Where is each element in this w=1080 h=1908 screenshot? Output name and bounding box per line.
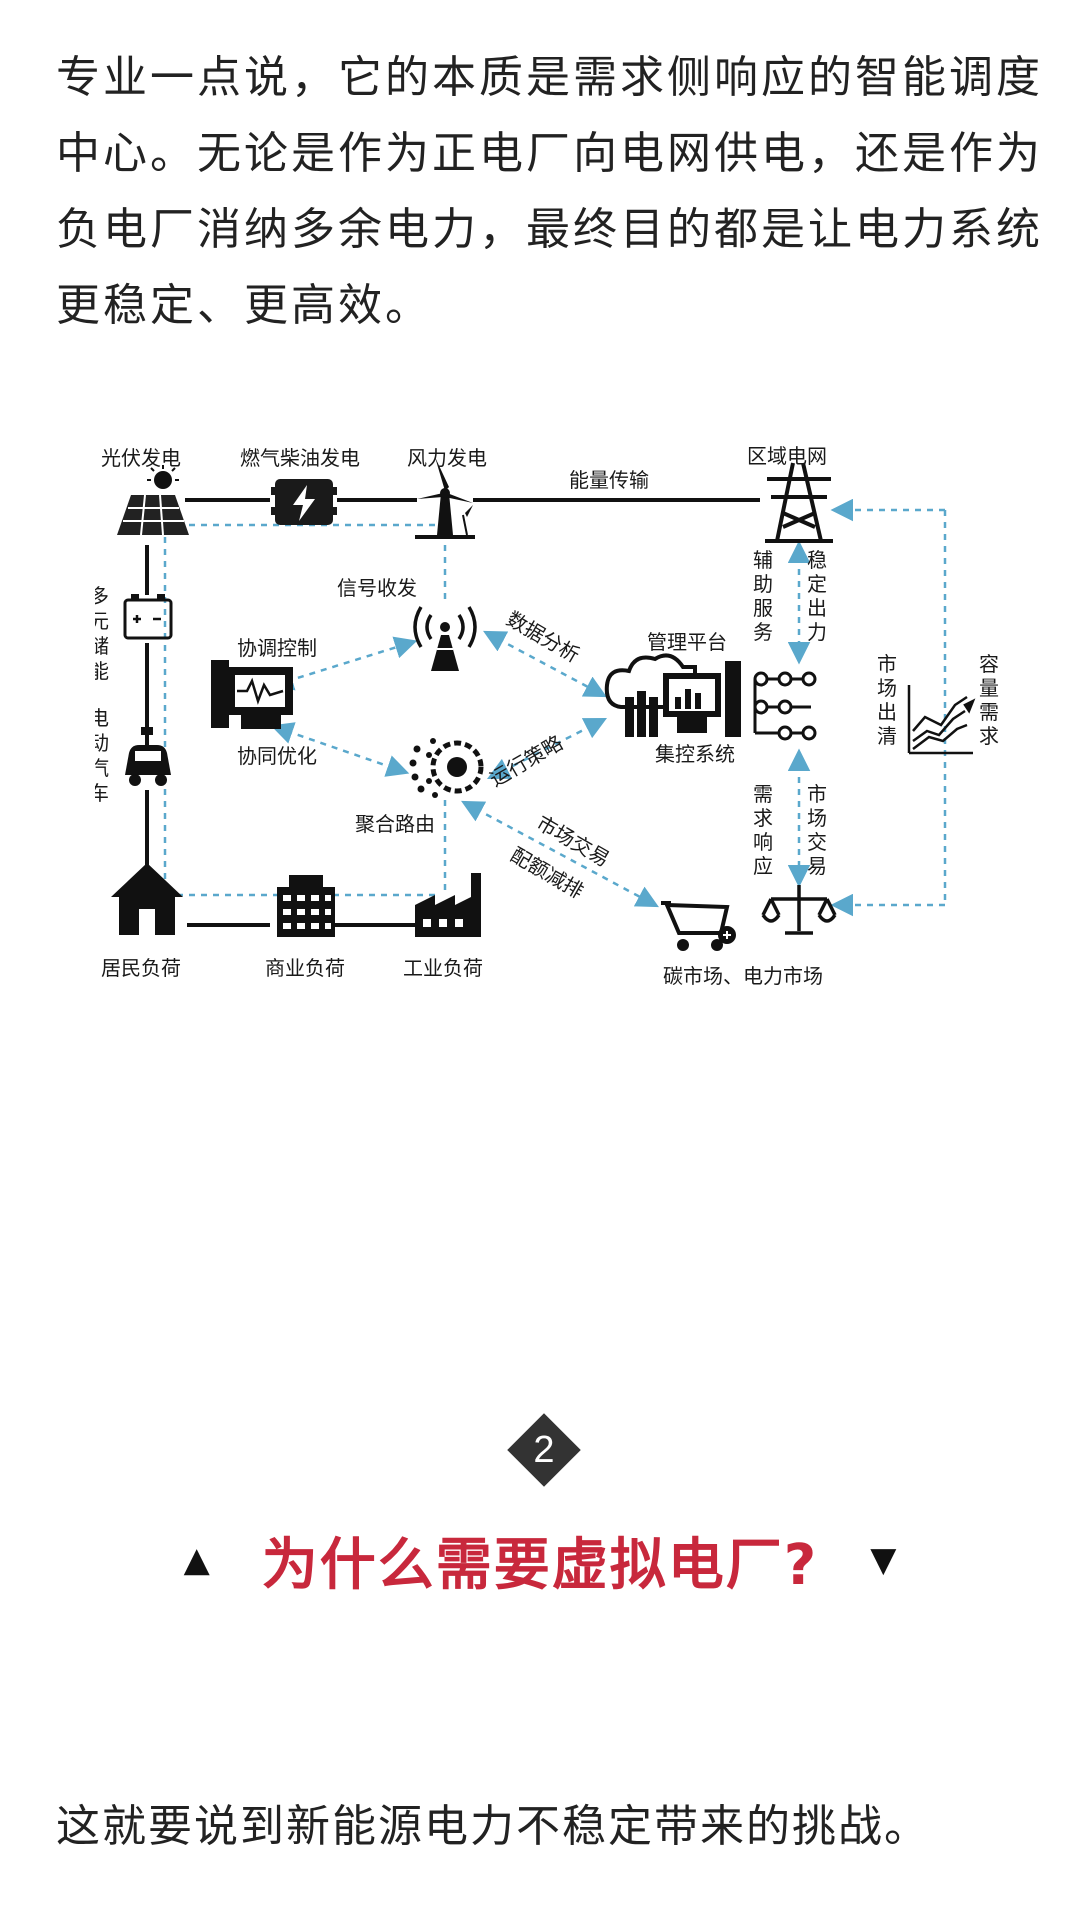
label-commercial: 商业负荷 [265, 956, 345, 980]
section-number-badge: 2 [506, 1412, 582, 1488]
label-transmission: 能量传输 [569, 468, 649, 492]
diagram-labels: 光伏发电 燃气柴油发电 风力发电 能量传输 区域电网 信号收发 协调控制 协同优… [95, 444, 1005, 988]
label-signal: 信号收发 [337, 576, 417, 600]
label-aux: 辅 助 服 务 [753, 548, 779, 644]
vpp-architecture-diagram: 光伏发电 燃气柴油发电 风力发电 能量传输 区域电网 信号收发 协调控制 协同优… [95, 444, 1005, 988]
intro-line: 中心。无论是作为正电厂向电网供电，还是作为 [56, 128, 1043, 179]
label-mgmt: 管理平台 [647, 630, 727, 654]
label-resident: 居民负荷 [101, 956, 181, 980]
commercial-building-icon [277, 875, 335, 937]
battery-icon [123, 594, 173, 640]
carbon-cart-icon [661, 901, 736, 951]
capacity-chart-icon [907, 685, 976, 755]
label-market-trade: 市 场 交 易 [807, 782, 833, 878]
label-optimization: 协同优化 [237, 744, 317, 768]
label-data-analysis: 数据分析 [503, 607, 584, 668]
label-dispatch: 运行策略 [486, 731, 567, 792]
label-central: 集控系统 [655, 742, 735, 766]
section-number: 2 [533, 1429, 555, 1471]
section-title: 为什么需要虚拟电厂? [261, 1532, 819, 1598]
outro-paragraph: 这就要说到新能源电力不稳定带来的挑战。 [56, 1801, 930, 1852]
solar-panel-icon [117, 465, 189, 536]
grid-tower-icon [765, 462, 833, 543]
triangle-up-icon: ▲ [183, 1540, 210, 1580]
signal-tower-icon [413, 606, 477, 671]
section-heading: ▲ 为什么需要虚拟电厂? ▼ [0, 1520, 1080, 1600]
electric-car-icon [125, 725, 171, 786]
intro-paragraph: 专业一点说，它的本质是需求侧响应的智能调度 中心。无论是作为正电厂向电网供电，还… [56, 40, 1043, 344]
label-router: 聚合路由 [355, 812, 435, 836]
intro-line: 更稳定、更高效。 [56, 280, 432, 331]
wind-turbine-icon [415, 457, 475, 539]
intro-line: 负电厂消纳多余电力，最终目的都是让电力系统 [56, 204, 1043, 255]
label-industrial: 工业负荷 [403, 956, 483, 980]
house-icon [111, 863, 183, 935]
router-gear-icon [409, 738, 484, 798]
label-carbon: 碳市场、电力市场 [663, 964, 823, 988]
management-platform-icon [604, 653, 741, 737]
energy-lines [145, 498, 760, 927]
label-demand: 需 求 响 应 [753, 782, 779, 878]
label-capacity: 容 量 需 求 [979, 652, 1005, 748]
label-grid: 区域电网 [747, 444, 827, 468]
triangle-down-icon: ▼ [870, 1540, 897, 1580]
label-wind: 风力发电 [407, 446, 487, 470]
label-gas: 燃气柴油发电 [240, 446, 360, 470]
process-nodes-icon [753, 671, 817, 741]
label-coordination: 协调控制 [237, 636, 317, 660]
signal-lines [163, 498, 947, 917]
generator-icon [271, 479, 337, 525]
label-clearing: 市 场 出 清 [877, 652, 903, 748]
intro-line: 专业一点说，它的本质是需求侧响应的智能调度 [56, 52, 1043, 103]
monitor-icon [211, 660, 293, 729]
label-stable: 稳 定 出 力 [807, 548, 833, 644]
balance-scale-icon [761, 885, 837, 935]
factory-icon [415, 873, 481, 937]
label-solar: 光伏发电 [101, 446, 181, 470]
label-ev: 电 动 汽 车 [95, 706, 115, 805]
label-storage: 多 元 储 能 [95, 584, 115, 683]
